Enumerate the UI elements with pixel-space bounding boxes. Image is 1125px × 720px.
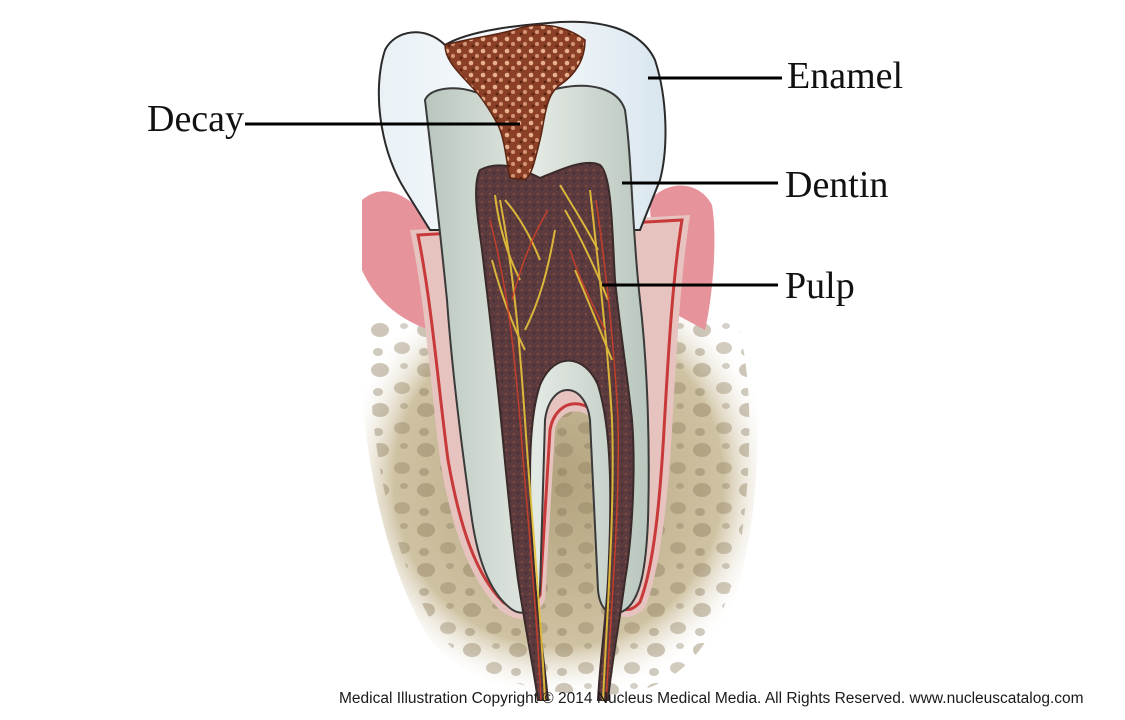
pulp-label: Pulp xyxy=(785,265,855,307)
decay-region xyxy=(444,24,586,181)
enamel-label: Enamel xyxy=(787,55,903,97)
nerve-branches xyxy=(491,184,614,701)
blood-vessels xyxy=(489,199,620,701)
pulp-chamber xyxy=(475,161,635,701)
copyright-credit: Medical Illustration Copyright © 2014 Nu… xyxy=(339,690,1084,707)
dentin-label: Dentin xyxy=(785,164,888,206)
decay-label: Decay xyxy=(147,98,244,140)
